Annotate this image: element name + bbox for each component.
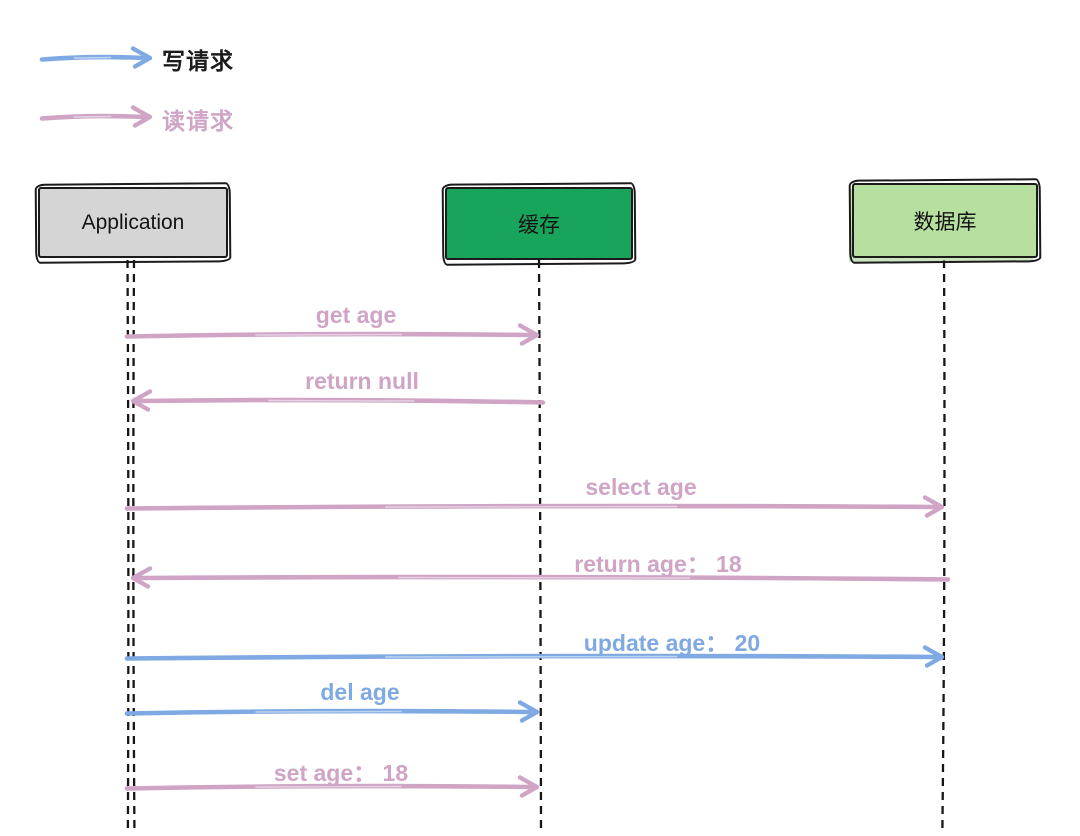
arrow-return-age-18 (130, 566, 951, 589)
legend-label-write: 写请求 (162, 48, 234, 74)
message-label-update-age-20: update age： 20 (583, 630, 761, 656)
arrow-return-null (130, 389, 546, 412)
legend-label-read: 读请求 (162, 108, 234, 134)
message-label-select-age: select age (585, 474, 697, 500)
actor-application-label: Application (81, 210, 185, 234)
arrow-update-age-20 (124, 645, 945, 668)
arrow-select-age (124, 495, 945, 518)
message-label-get-age: get age (315, 302, 397, 328)
arrow-get-age (124, 323, 540, 346)
actor-cache-label: 缓存 (518, 213, 560, 237)
arrow-del-age (124, 700, 540, 723)
actor-database-label: 数据库 (913, 210, 977, 234)
actor-database: 数据库 (852, 183, 1038, 258)
legend-arrow-write-icon (39, 46, 153, 69)
arrow-set-age-18 (124, 775, 540, 798)
lifeline-database (941, 259, 946, 829)
lifeline-cache (537, 259, 543, 829)
legend-arrow-read-icon (39, 105, 153, 128)
actor-application: Application (38, 187, 228, 258)
message-label-set-age-18: set age： 18 (273, 760, 409, 786)
lifeline-application (126, 259, 136, 829)
message-label-del-age: del age (320, 679, 400, 705)
message-label-return-null: return null (305, 368, 419, 394)
message-label-return-age-18: return age： 18 (574, 551, 742, 577)
actor-cache: 缓存 (445, 187, 633, 260)
